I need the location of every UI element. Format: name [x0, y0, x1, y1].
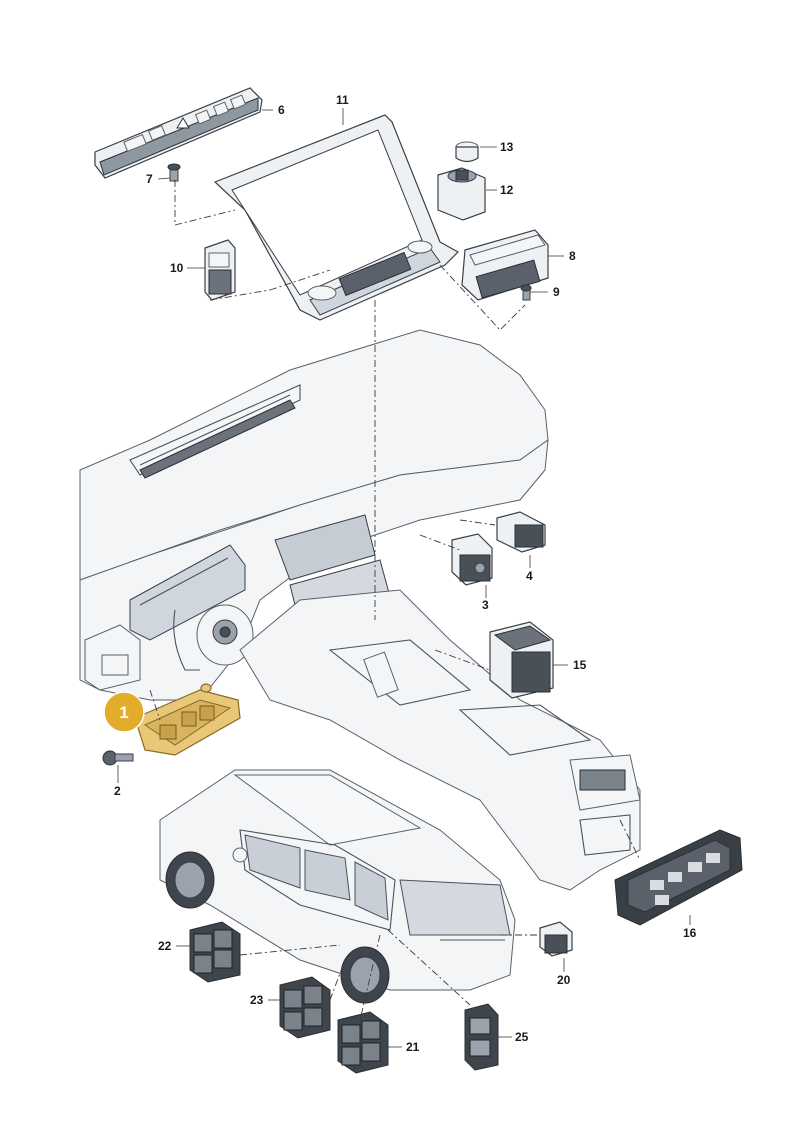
part-15-switch-block	[489, 621, 554, 699]
callout-16: 16	[683, 926, 697, 940]
callout-3: 3	[482, 598, 489, 612]
highlight-badge-label: 1	[119, 703, 128, 722]
part-7-screw	[167, 163, 181, 182]
callout-20: 20	[557, 973, 571, 987]
part-6-switch-strip	[94, 87, 263, 179]
callout-23: 23	[250, 993, 264, 1007]
callout-21: 21	[406, 1040, 420, 1054]
callout-12: 12	[500, 183, 514, 197]
callout-8: 8	[569, 249, 576, 263]
suv-vehicle	[159, 769, 516, 1004]
callout-22: 22	[158, 939, 172, 953]
highlight-badge: 1	[103, 691, 145, 733]
callout-2: 2	[114, 784, 121, 798]
callout-4: 4	[526, 569, 533, 583]
leader-lines	[117, 108, 691, 1048]
callout-11: 11	[336, 93, 349, 107]
callout-25: 25	[515, 1030, 529, 1044]
callout-7: 7	[146, 172, 153, 186]
part-11-frame	[213, 114, 459, 321]
part-10-switch	[204, 239, 236, 301]
callout-13: 13	[500, 140, 514, 154]
part-13-knob-cap	[455, 141, 479, 163]
part-8-switch-block	[461, 229, 549, 301]
part-25-switch	[464, 1003, 499, 1071]
callout-10: 10	[170, 261, 184, 275]
callout-6: 6	[278, 103, 285, 117]
part-4-switch	[496, 511, 546, 553]
part-2-screw	[102, 750, 134, 766]
assembly-lines	[149, 180, 641, 1021]
part-16-rear-control-panel	[614, 829, 743, 926]
part-3-switch	[451, 533, 493, 586]
center-console	[239, 589, 641, 891]
part-9-screw	[520, 284, 532, 301]
part-21-window-switch	[337, 1011, 389, 1074]
callout-labels: 6 11 13 7 12 10 8 9 4 3 15 2 16 22 20 23…	[114, 93, 697, 1054]
callout-9: 9	[553, 285, 560, 299]
part-1-switch-panel-highlighted	[134, 683, 241, 756]
part-12-rotary-control	[437, 167, 486, 221]
part-23-window-switch	[279, 976, 331, 1039]
callout-15: 15	[573, 658, 587, 672]
part-20-switch	[539, 921, 573, 957]
part-22-window-switch	[189, 921, 241, 983]
